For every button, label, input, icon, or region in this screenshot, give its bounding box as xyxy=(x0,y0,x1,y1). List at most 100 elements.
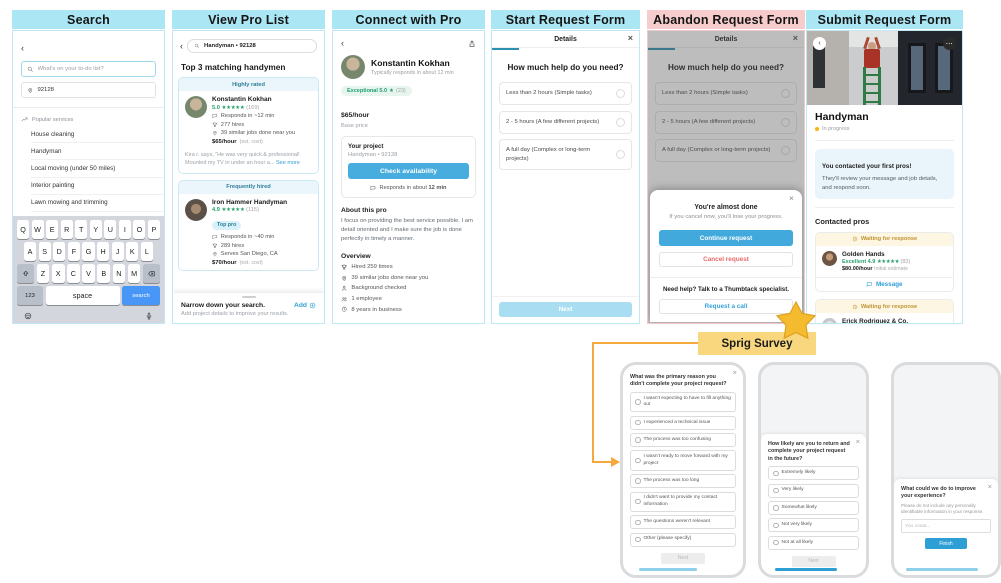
survey-option[interactable]: I wasn't ready to move forward with my p… xyxy=(630,450,736,471)
search-pill[interactable]: Handyman • 92128 xyxy=(187,39,317,53)
cancel-request-button[interactable]: Cancel request xyxy=(659,252,793,267)
close-icon[interactable]: × xyxy=(732,368,737,377)
survey-option[interactable]: Other (please specify) xyxy=(630,532,736,547)
key-x[interactable]: X xyxy=(51,264,65,283)
survey-option[interactable]: Very likely xyxy=(768,483,859,498)
popular-service-item[interactable]: Lawn mowing and trimming xyxy=(31,195,164,212)
key-j[interactable]: J xyxy=(111,242,124,261)
space-key[interactable]: space xyxy=(45,286,120,305)
survey-option[interactable]: I wasn't expecting to have to fill anyth… xyxy=(630,391,736,413)
more-options-button[interactable]: ⋯ xyxy=(943,37,956,50)
key-f[interactable]: F xyxy=(67,242,80,261)
key-o[interactable]: O xyxy=(133,220,146,239)
pro-card[interactable]: Frequently hired Iron Hammer Handyman 4.… xyxy=(178,179,319,271)
back-button[interactable]: ‹ xyxy=(813,37,826,50)
share-icon[interactable] xyxy=(468,40,476,48)
survey-option[interactable]: Extremely likely xyxy=(768,466,859,481)
key-y[interactable]: Y xyxy=(89,220,102,239)
shift-key[interactable] xyxy=(17,264,35,283)
survey-option[interactable]: Somewhat likely xyxy=(768,501,859,515)
message-button[interactable]: Message xyxy=(816,277,953,291)
request-call-button[interactable]: Request a call xyxy=(659,299,793,314)
overview-item-text: Hired 259 times xyxy=(351,264,393,271)
back-chevron-icon[interactable]: ‹ xyxy=(341,38,344,48)
close-icon[interactable]: × xyxy=(789,193,794,203)
key-v[interactable]: V xyxy=(82,264,95,283)
request-option[interactable]: A full day (Complex or long-term project… xyxy=(499,139,632,171)
survey-option[interactable]: Not at all likely xyxy=(768,535,859,550)
hero-shape xyxy=(813,46,825,88)
back-chevron-icon[interactable]: ‹ xyxy=(180,40,183,51)
see-more-link[interactable]: See more xyxy=(276,159,300,166)
key-i[interactable]: I xyxy=(118,220,131,239)
key-c[interactable]: C xyxy=(67,264,80,283)
check-availability-button[interactable]: Check availability xyxy=(348,163,469,179)
close-icon[interactable]: × xyxy=(627,33,633,43)
popular-service-item[interactable]: House cleaning xyxy=(31,126,164,144)
next-button[interactable]: Next xyxy=(661,552,705,564)
request-option[interactable]: Less than 2 hours (Simple tasks) xyxy=(655,82,797,105)
key-r[interactable]: R xyxy=(60,220,73,239)
request-option[interactable]: A full day (Complex or long-term project… xyxy=(655,139,797,162)
continue-request-button[interactable]: Continue request xyxy=(659,230,793,246)
connector-arrowhead xyxy=(611,457,620,467)
next-button[interactable]: Next xyxy=(791,555,836,567)
request-option[interactable]: Less than 2 hours (Simple tasks) xyxy=(499,82,632,105)
key-l[interactable]: L xyxy=(140,242,153,261)
key-w[interactable]: W xyxy=(31,220,44,239)
key-s[interactable]: S xyxy=(38,242,51,261)
drag-handle[interactable] xyxy=(241,295,256,298)
back-chevron-icon[interactable]: ‹ xyxy=(21,43,24,53)
close-icon[interactable]: × xyxy=(792,33,798,43)
zip-value[interactable]: 92128 xyxy=(37,87,54,93)
survey-option[interactable]: The process was too confusing xyxy=(630,433,736,448)
survey-option[interactable]: I didn't want to provide my contact info… xyxy=(630,491,736,512)
pro-profile-screen: ‹ Konstantin Kokhan Typically responds i… xyxy=(332,30,485,324)
radio-icon xyxy=(635,457,641,464)
people-icon xyxy=(341,296,347,302)
key-p[interactable]: P xyxy=(147,220,160,239)
key-q[interactable]: Q xyxy=(17,220,30,239)
numbers-key[interactable]: 123 xyxy=(17,286,43,305)
add-details-button[interactable]: Add xyxy=(294,302,316,309)
popular-service-item[interactable]: Interior painting xyxy=(31,178,164,195)
key-m[interactable]: M xyxy=(127,264,141,283)
search-input[interactable] xyxy=(37,66,150,72)
popular-service-item[interactable]: Local moving (under 50 miles) xyxy=(31,160,164,178)
divider xyxy=(815,140,954,141)
key-e[interactable]: E xyxy=(46,220,59,239)
flow-step-submit-request-form: Submit Request Form xyxy=(806,10,963,29)
key-b[interactable]: B xyxy=(97,264,111,283)
popular-service-item[interactable]: Handyman xyxy=(31,143,164,161)
survey-option[interactable]: The questions weren't relevant xyxy=(630,515,736,530)
finish-button[interactable]: Finish xyxy=(925,538,967,550)
key-z[interactable]: Z xyxy=(36,264,50,283)
search-icon xyxy=(194,43,200,49)
survey-text-input[interactable] xyxy=(905,523,987,529)
key-g[interactable]: G xyxy=(82,242,95,261)
close-icon[interactable]: × xyxy=(987,482,992,491)
survey-option[interactable]: The process was too long xyxy=(630,474,736,489)
key-n[interactable]: N xyxy=(112,264,126,283)
key-a[interactable]: A xyxy=(24,242,37,261)
request-option[interactable]: 2 - 5 hours (A few different projects) xyxy=(655,110,797,134)
close-icon[interactable]: × xyxy=(855,437,860,446)
key-h[interactable]: H xyxy=(97,242,110,261)
message-label: Message xyxy=(875,281,903,289)
emoji-keyboard-icon[interactable] xyxy=(24,312,32,320)
key-u[interactable]: U xyxy=(104,220,117,239)
key-t[interactable]: T xyxy=(75,220,88,239)
search-key[interactable]: search xyxy=(122,286,160,305)
flow-step-start-request-form: Start Request Form xyxy=(491,10,640,29)
backspace-key[interactable] xyxy=(142,264,161,283)
contacted-pro-card[interactable]: Waiting for response Erick Rodriguez & C… xyxy=(815,299,954,323)
request-option[interactable]: 2 - 5 hours (A few different projects) xyxy=(499,110,632,134)
next-button[interactable]: Next xyxy=(499,302,632,317)
key-k[interactable]: K xyxy=(126,242,139,261)
survey-option[interactable]: Not very likely xyxy=(768,518,859,533)
key-d[interactable]: D xyxy=(53,242,66,261)
pro-card[interactable]: Highly rated Konstantin Kokhan 5.0 ★★★★★… xyxy=(178,77,319,174)
contacted-pro-card[interactable]: Waiting for response Golden Hands Excell… xyxy=(815,231,954,293)
survey-option[interactable]: I experienced a technical issue xyxy=(630,415,736,430)
dictation-mic-icon[interactable] xyxy=(145,312,153,320)
